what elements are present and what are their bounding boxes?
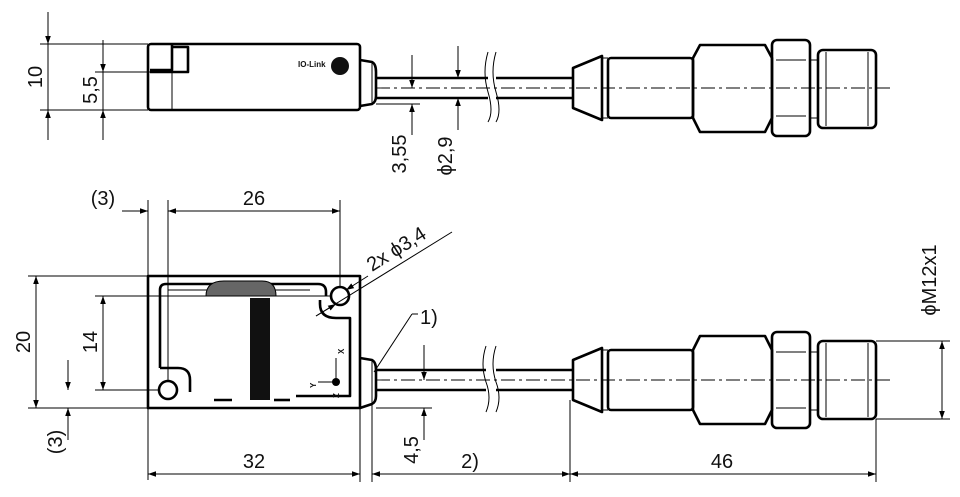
front-view: X Y Z: [13, 188, 950, 482]
label-recess: [205, 280, 277, 297]
dim-cable-offset-top: 3,55: [389, 135, 411, 174]
cable-top: [376, 51, 890, 123]
top-dimensions: 10 5,5 3,55 ϕ2,9: [25, 12, 461, 176]
mounting-hole-bottom: [157, 379, 179, 401]
axis-symbol: X Y Z: [309, 348, 346, 398]
top-view: IO-Link: [25, 12, 890, 176]
sensor-body-top: [146, 42, 378, 112]
connector-front: [571, 330, 878, 430]
dim-hole-spacing: 14: [80, 331, 102, 353]
sensing-strip: [250, 298, 270, 400]
dim-connector-thread: ϕM12x1: [919, 244, 941, 315]
connector-top: [571, 38, 878, 138]
io-link-led: [331, 57, 349, 75]
dim-offset-bottom: (3): [45, 430, 67, 454]
axis-y-label: Y: [309, 382, 318, 388]
dim-width-total: 32: [243, 451, 265, 473]
dim-height-total: 10: [25, 66, 47, 88]
dim-height-total-front: 20: [13, 331, 35, 353]
dim-width-inner: 26: [243, 188, 265, 210]
dim-offset-left: (3): [91, 188, 115, 210]
cable-front: [376, 345, 890, 413]
dim-connector-length: 46: [711, 451, 733, 473]
dim-cable-diameter: ϕ2,9: [435, 136, 457, 175]
dim-cable-offset-front: 4,5: [401, 436, 423, 464]
io-link-logo: IO-Link: [298, 60, 326, 69]
note-1: 1): [420, 307, 438, 329]
dim-height-slot: 5,5: [80, 76, 102, 104]
dim-holes: 2x ϕ3,4: [363, 223, 430, 276]
axis-x-label: X: [337, 348, 346, 354]
dim-cable-length: 2): [461, 451, 479, 473]
axis-z-label: Z: [332, 393, 341, 398]
